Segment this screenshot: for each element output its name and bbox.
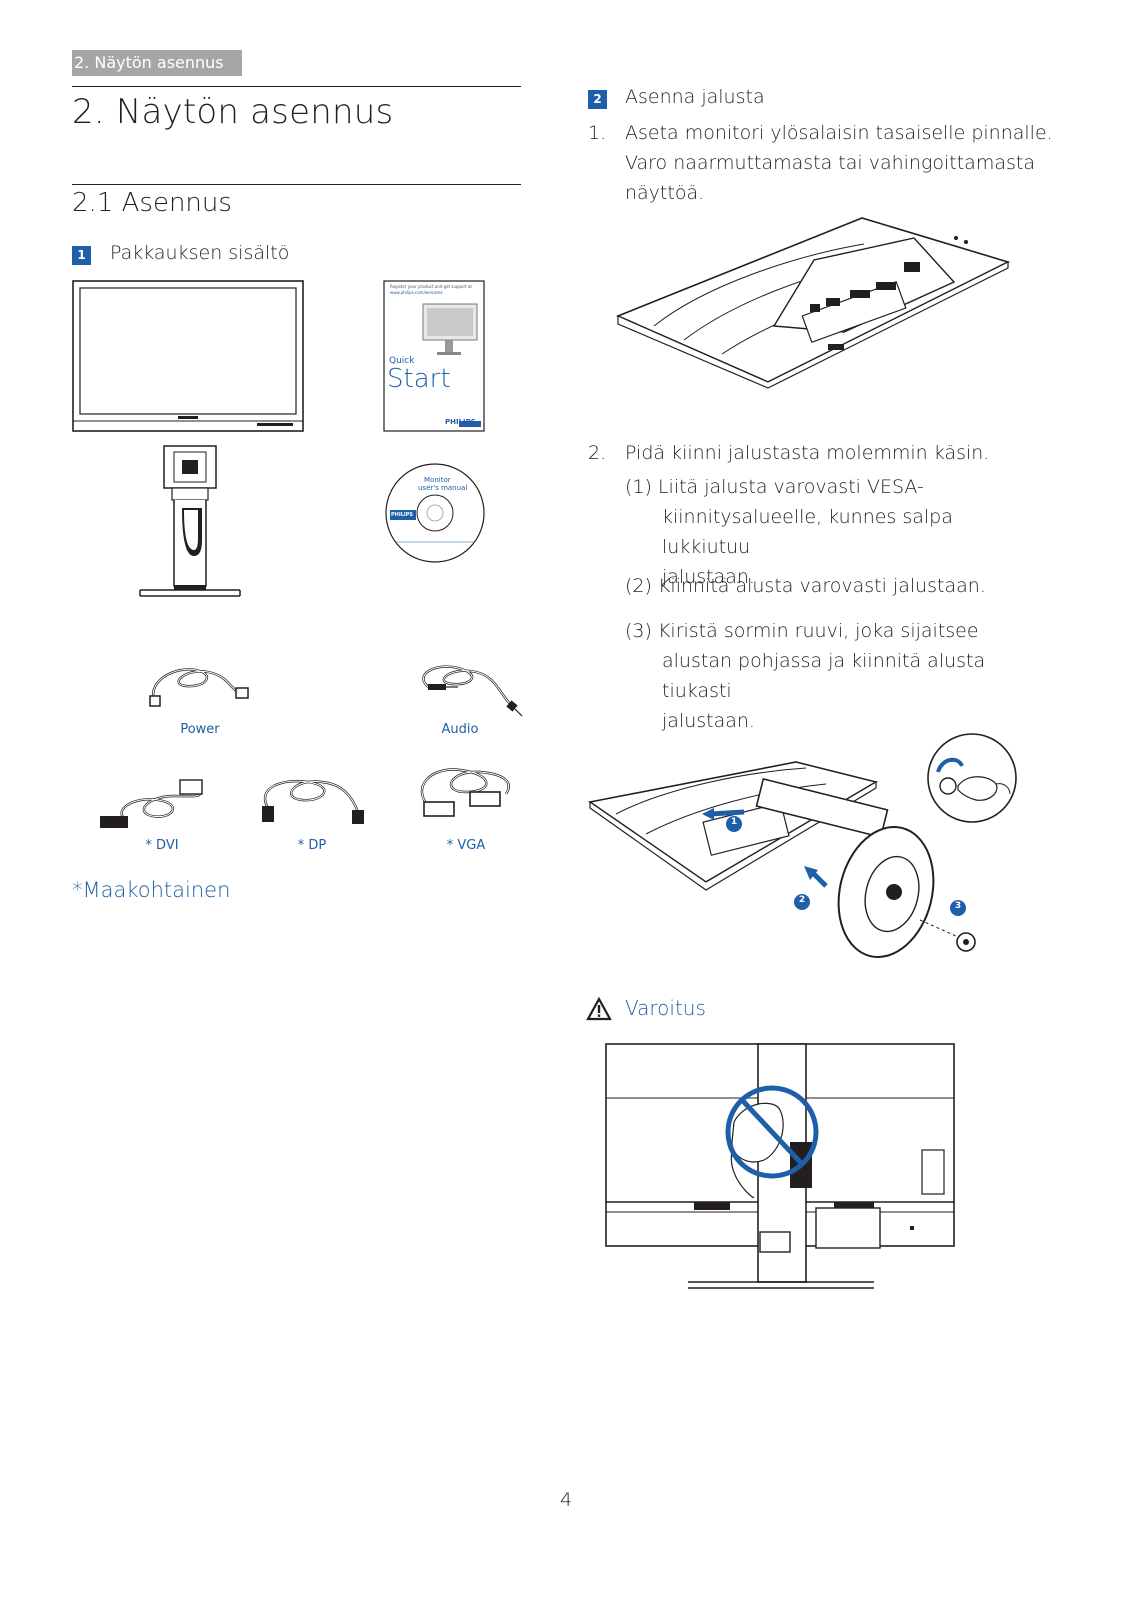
sub-2-line-1: (2) Kiinnitä alusta varovasti jalustaan. <box>625 575 986 597</box>
step-title-install-stand: Asenna jalusta <box>625 86 765 108</box>
step-1-line-2: Varo naarmuttamasta tai vahingoittamasta <box>625 152 1035 174</box>
step-1-number: 1. <box>588 122 607 144</box>
cable-label-audio: Audio <box>441 722 479 737</box>
sub-3-line-2: alustan pohjassa ja kiinnitä alusta tiuk… <box>662 650 986 702</box>
cable-label-dvi: * DVI <box>145 838 179 853</box>
audio-cable-icon <box>422 665 523 717</box>
step-2-line: Pidä kiinni jalustasta molemmin käsin. <box>625 442 990 464</box>
title-rule <box>72 86 521 87</box>
qs-quick: Quick <box>389 356 415 366</box>
section-title: 2.1 Asennus <box>72 188 232 218</box>
step-1-line-1: Aseta monitori ylösalaisin tasaiselle pi… <box>625 122 1053 144</box>
step-number-badge: 1 <box>72 246 91 265</box>
sub-1-line-3: jalustaan. <box>662 566 755 588</box>
dvi-cable-icon <box>100 779 203 828</box>
step-2-number: 2. <box>588 442 607 464</box>
cable-label-power: Power <box>180 722 220 737</box>
country-specific-note: *Maakohtainen <box>72 878 231 902</box>
instruction-step-1: 1. Aseta monitori ylösalaisin tasaiselle… <box>588 118 1058 208</box>
monitor-front-illustration <box>72 280 304 432</box>
cd-title: Monitor <box>424 476 451 484</box>
cable-label-dp: * DP <box>297 838 327 853</box>
step-title-package: Pakkauksen sisältö <box>110 242 290 264</box>
power-cable-icon <box>149 668 249 707</box>
sub-3-line-3: jalustaan. <box>662 710 755 732</box>
section-rule <box>72 184 521 185</box>
quick-start-guide-illustration <box>383 280 485 432</box>
page-title: 2. Näytön asennus <box>72 92 394 132</box>
badge-2: 2 <box>798 895 806 905</box>
sub-3-line-1: (3) Kiristä sormin ruuvi, joka sijaitsee <box>625 620 979 642</box>
instruction-step-2: 2. Pidä kiinni jalustasta molemmin käsin… <box>588 438 1058 468</box>
qs-brand: PHILIPS <box>445 418 476 426</box>
breadcrumb: 2. Näytön asennus <box>72 50 242 76</box>
cd-subtitle: user's manual <box>418 484 468 492</box>
qs-start: Start <box>387 364 451 394</box>
warning-icon <box>586 996 612 1021</box>
qs-top-line: Register your product and get support at <box>390 284 472 289</box>
cd-disc-illustration <box>385 463 485 563</box>
stand-illustration <box>139 445 241 597</box>
step-1-line-3: näyttöä. <box>625 182 705 204</box>
instruction-step-2-sub-2: (2) Kiinnitä alusta varovasti jalustaan. <box>625 571 1045 601</box>
dp-cable-icon <box>262 779 364 824</box>
cable-label-vga: * VGA <box>446 838 486 853</box>
warning-title: Varoitus <box>625 996 706 1020</box>
stand-attach-illustration <box>587 733 1017 958</box>
step-number-badge-2: 2 <box>588 90 607 109</box>
instruction-step-2-sub-1: (1) Liitä jalusta varovasti VESA- kiinni… <box>625 472 1045 592</box>
badge-3: 3 <box>954 901 962 911</box>
monitor-face-down-illustration <box>615 217 1011 389</box>
badge-1: 1 <box>730 817 738 827</box>
instruction-step-2-sub-3: (3) Kiristä sormin ruuvi, joka sijaitsee… <box>625 616 1045 736</box>
page-number: 4 <box>559 1489 573 1511</box>
vga-cable-icon <box>420 768 510 817</box>
sub-1-line-1: (1) Liitä jalusta varovasti VESA- <box>625 476 924 498</box>
sub-1-line-2: kiinnitysalueelle, kunnes salpa lukkiutu… <box>662 506 953 558</box>
warning-monitor-back-illustration <box>605 1043 955 1289</box>
cd-brand: PHILIPS <box>391 512 414 518</box>
qs-url: www.philips.com/welcome <box>390 290 443 295</box>
